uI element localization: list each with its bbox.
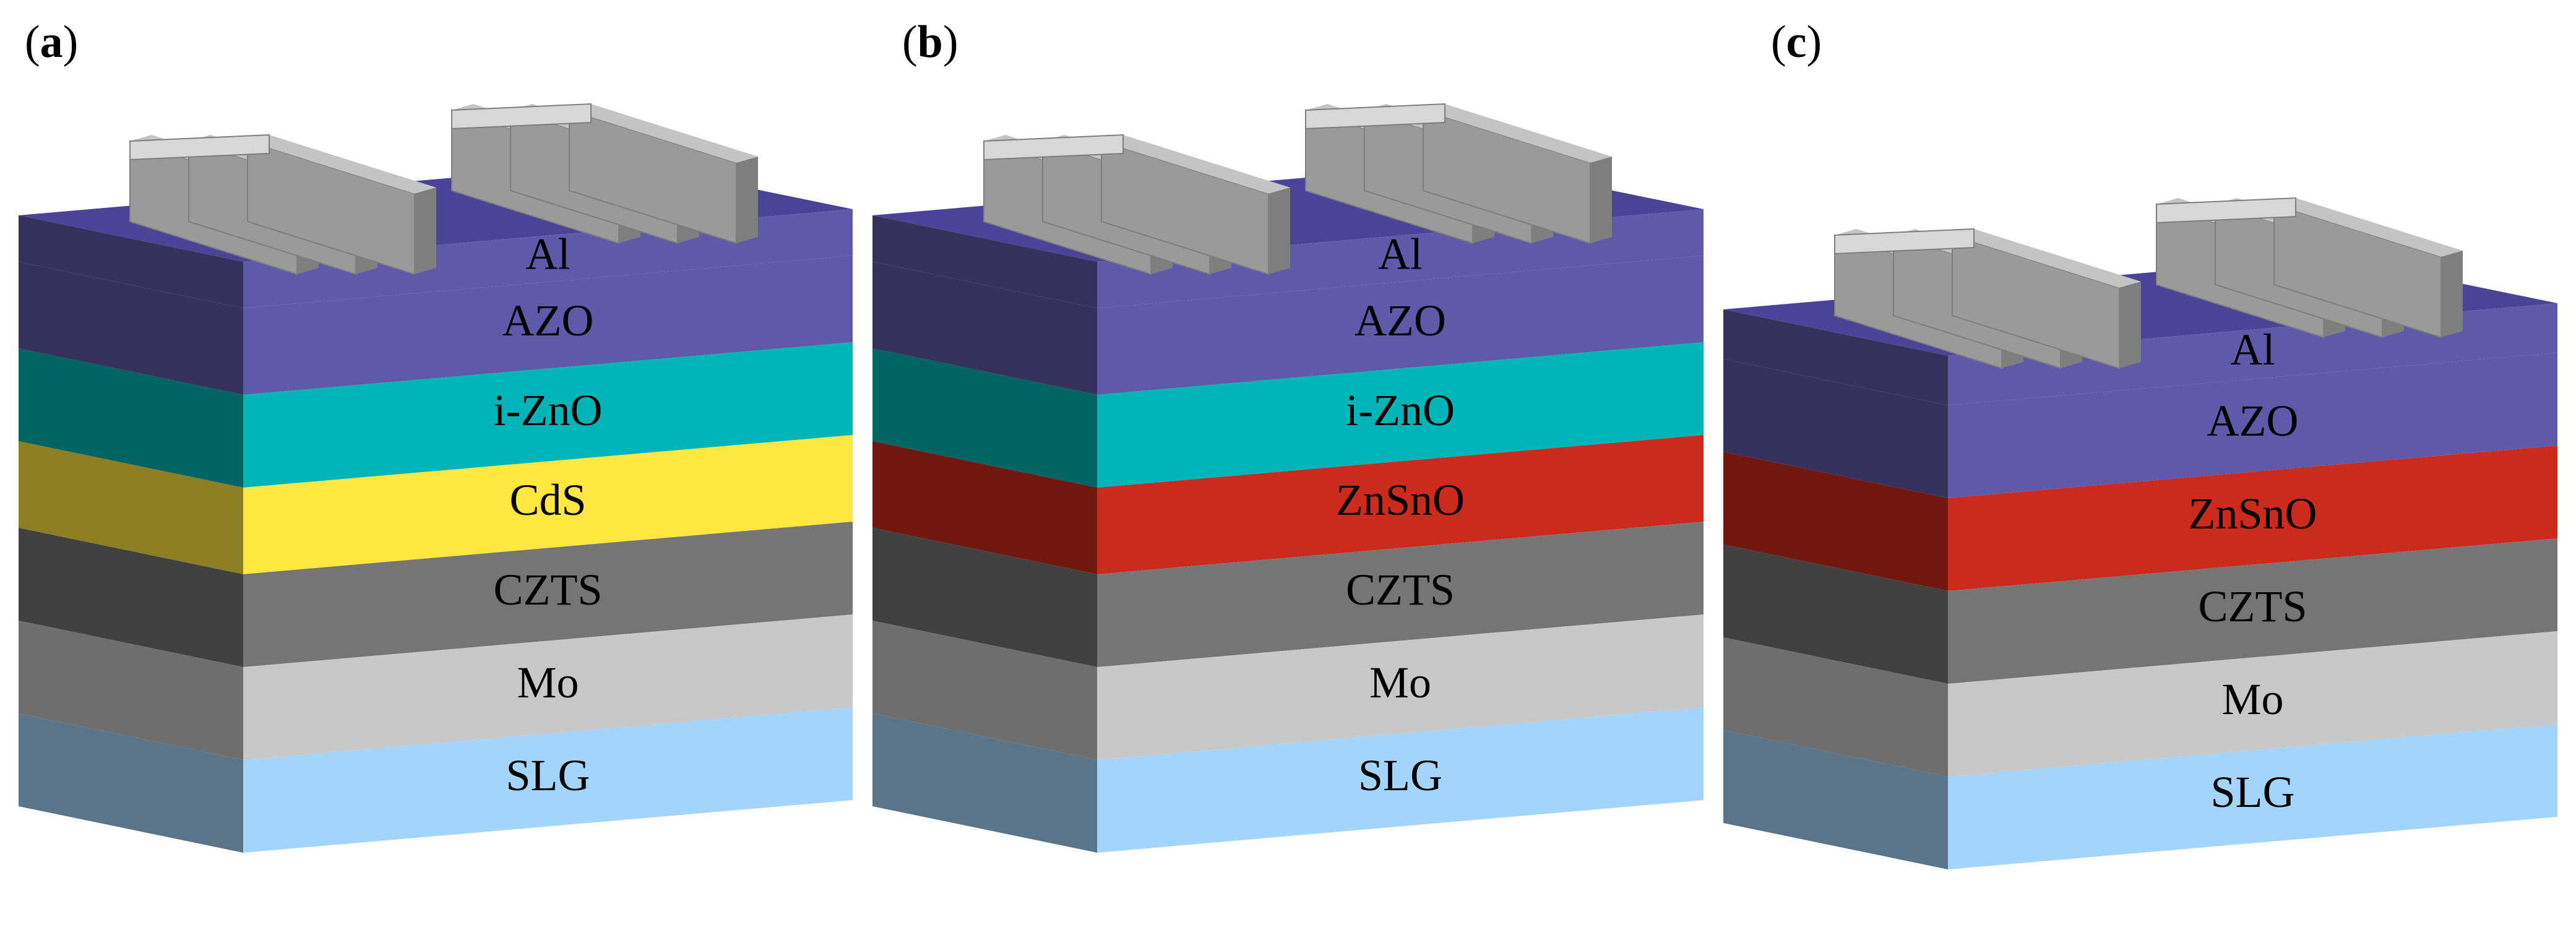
layer-front-face bbox=[1948, 538, 2557, 684]
layer-slg: SLG bbox=[1723, 724, 2557, 869]
layer-label: i-ZnO bbox=[1346, 386, 1455, 435]
layer-side-face bbox=[19, 441, 243, 574]
layer-label: Mo bbox=[1369, 658, 1431, 707]
layer-front-face bbox=[1097, 342, 1704, 488]
layer-label: i-ZnO bbox=[494, 386, 603, 435]
layer-label: Mo bbox=[2221, 674, 2283, 724]
layer-label: Al bbox=[1378, 230, 1423, 279]
layer-label: AZO bbox=[2207, 396, 2299, 446]
layer-side-face bbox=[872, 713, 1097, 853]
layer-front-face bbox=[243, 342, 853, 488]
layer-front-face bbox=[243, 209, 853, 308]
layer-front-face bbox=[243, 435, 853, 574]
layer-front-face bbox=[243, 522, 853, 667]
layer-label: SLG bbox=[506, 751, 590, 800]
layer-label: Al bbox=[2231, 325, 2275, 374]
layer-front-face bbox=[1097, 522, 1704, 667]
contact-grid bbox=[1305, 103, 1612, 244]
layer-al: Al bbox=[1723, 303, 2557, 405]
layer-front-face bbox=[1948, 303, 2557, 405]
layer-label: AZO bbox=[1355, 296, 1446, 345]
layer-front-face bbox=[1097, 707, 1704, 853]
layer-label: Mo bbox=[517, 658, 579, 707]
layer-label: AZO bbox=[502, 296, 594, 345]
layer-side-face bbox=[1723, 730, 1948, 869]
layer-label: CdS bbox=[509, 475, 586, 525]
layer-label: CZTS bbox=[493, 565, 602, 614]
layer-azo: AZO bbox=[872, 256, 1704, 395]
layer-front-face bbox=[1948, 446, 2557, 591]
contact-grid bbox=[451, 103, 758, 244]
contact-grid bbox=[2156, 197, 2463, 338]
panel-tag-a: (a) bbox=[25, 17, 78, 67]
layer-front-face bbox=[243, 256, 853, 395]
layer-label: SLG bbox=[2210, 767, 2294, 817]
layer-label: CZTS bbox=[1346, 565, 1455, 614]
layer-side-face bbox=[1723, 309, 1948, 405]
layer-side-face bbox=[19, 713, 243, 853]
layer-slg: SLG bbox=[872, 707, 1704, 853]
layer-front-face bbox=[1097, 435, 1704, 574]
layer-side-face bbox=[872, 215, 1097, 308]
layer-slg: SLG bbox=[19, 707, 853, 853]
layer-front-face bbox=[1948, 631, 2557, 777]
layer-front-face bbox=[243, 707, 853, 853]
layer-label: ZnSnO bbox=[2188, 489, 2317, 538]
layer-side-face bbox=[19, 262, 243, 395]
layer-cds: CdS bbox=[19, 435, 853, 574]
panel-tag-b: (b) bbox=[902, 17, 958, 67]
layer-side-face bbox=[872, 441, 1097, 574]
layer-side-face bbox=[872, 262, 1097, 395]
layer-front-face bbox=[1097, 256, 1704, 395]
layer-front-face bbox=[1948, 353, 2557, 498]
layer-front-face bbox=[1948, 724, 2557, 869]
layer-label: CZTS bbox=[2198, 582, 2307, 631]
layer-label: Al bbox=[526, 230, 571, 279]
contact-grid bbox=[983, 134, 1290, 275]
contact-grid bbox=[1834, 228, 2141, 369]
contact-grid bbox=[129, 134, 436, 275]
layer-znsno: ZnSnO bbox=[872, 435, 1704, 574]
layer-al: Al bbox=[19, 209, 853, 308]
layer-label: SLG bbox=[1358, 751, 1442, 800]
layer-side-face bbox=[19, 215, 243, 308]
layer-front-face bbox=[1097, 614, 1704, 760]
panel-tag-c: (c) bbox=[1771, 17, 1822, 67]
layer-front-face bbox=[243, 614, 853, 760]
layer-azo: AZO bbox=[19, 256, 853, 395]
layer-label: ZnSnO bbox=[1336, 475, 1465, 525]
